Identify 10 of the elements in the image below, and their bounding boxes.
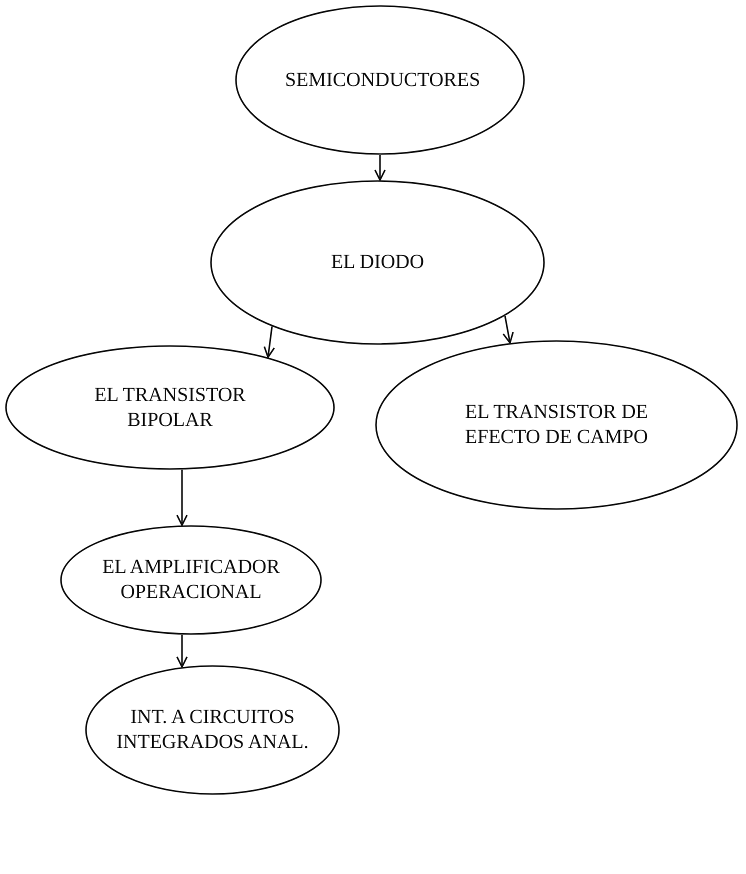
arrow [264, 326, 276, 358]
arrow [374, 155, 386, 181]
node-label: EL TRANSISTOR DE EFECTO DE CAMPO [464, 400, 649, 450]
node-label: EL AMPLIFICADOR OPERACIONAL [101, 555, 281, 605]
node-label: INT. A CIRCUITOS INTEGRADOS ANAL. [115, 705, 310, 755]
node-label: EL DIODO [330, 250, 424, 275]
node-label: EL TRANSISTOR BIPOLAR [93, 382, 247, 432]
arrow [176, 470, 188, 526]
arrow [176, 634, 188, 668]
arrow [502, 316, 514, 344]
